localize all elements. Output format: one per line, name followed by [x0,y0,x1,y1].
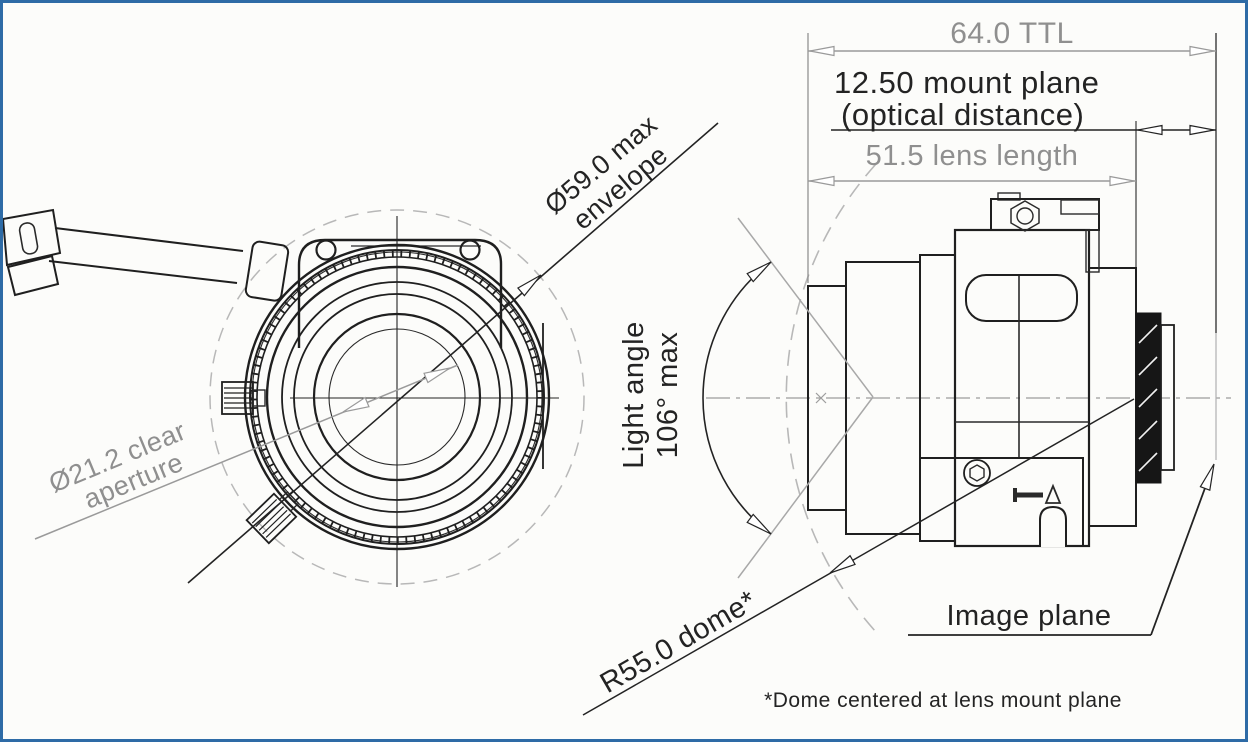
hex-screw [963,459,991,487]
screw-hole-left [315,239,337,261]
label-dome: R55.0 dome* [595,585,762,700]
light-angle-arc [702,261,772,535]
connector-hex-nut [1010,200,1040,232]
label-dome-radius: R55.0 dome* [595,585,762,700]
label-light-angle-2: 106° max [652,332,684,459]
arrowhead [1189,45,1215,57]
label-footnote: *Dome centered at lens mount plane [764,689,1122,712]
thumbscrew-left [221,381,266,415]
envelope-circle [209,209,585,585]
label-ttl: 64.0 TTL [950,17,1074,50]
front-view [3,208,585,587]
mount-thread [1135,312,1162,484]
label-envelope: Ø59.0 max envelope [539,109,673,235]
lock-mark-icon [1013,488,1043,502]
arch-cutout [1039,505,1067,547]
light-ray-upper [737,217,874,398]
arrowhead [829,554,856,574]
leader-image-plane [1150,468,1213,636]
cable-strain-relief [244,240,290,302]
construction-geometry [737,163,877,633]
arrowhead [1199,463,1215,491]
leader-envelope [187,122,719,584]
arrowhead [423,367,451,384]
arrowhead [746,513,772,535]
label-aperture: Ø21.2 clear aperture [45,416,191,515]
arrowhead [342,396,370,413]
dome-center-mark [815,392,827,404]
label-image-plane: Image plane [946,600,1111,632]
top-plate [297,238,503,348]
top-connector [990,192,1100,273]
arrowhead [809,45,835,57]
arrowhead [1137,124,1163,136]
iris-cable [3,208,290,302]
mount-flange [1088,267,1137,527]
arrowhead [1189,124,1215,136]
thumbscrew-bottom [245,490,300,545]
lens-outline-drawing: 64.0 TTL 12.50 mount plane (optical dist… [3,17,1231,716]
arrowhead [1109,175,1135,187]
rear-ring [1160,324,1175,471]
annotations: 64.0 TTL 12.50 mount plane (optical dist… [45,17,1122,712]
triangle-mark-icon [1044,483,1062,504]
dimensions [34,33,1217,716]
arrowhead [517,274,542,297]
arrowhead [746,261,772,283]
label-lens-length: 51.5 lens length [866,140,1079,172]
light-ray-lower [737,396,874,579]
iris-window [965,274,1078,322]
label-light-angle-1: Light angle [618,321,650,468]
screw-hole-right [459,239,481,261]
label-mount-plane-2: (optical distance) [841,97,1084,132]
leader-aperture [34,364,459,540]
cable-connector-plug [3,208,62,297]
arrowhead [809,175,835,187]
label-mount-plane-1: 12.50 mount plane [834,65,1099,100]
leader-dome-radius [582,398,1135,716]
